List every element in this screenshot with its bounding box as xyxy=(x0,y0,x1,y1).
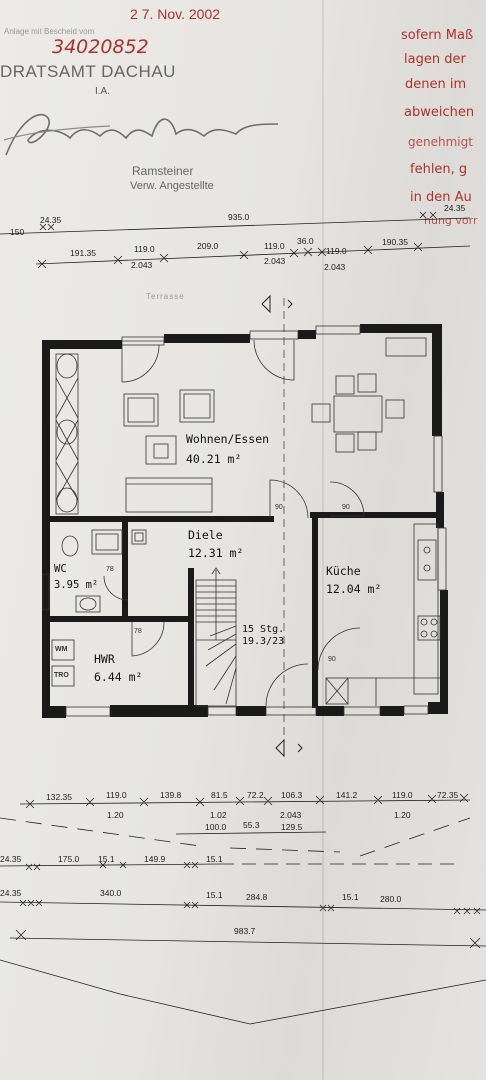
door-width-label: 78 xyxy=(134,628,142,635)
room-wohnen-essen-area: 40.21 m² xyxy=(186,452,242,466)
dim-top: 36.0 xyxy=(297,236,314,246)
stairs-ratio: 19.3/23 xyxy=(242,636,285,647)
section-marker-bottom xyxy=(275,738,303,758)
dim-bottom: 72.2 xyxy=(247,790,264,800)
dim-bottom-b: 129.5 xyxy=(281,822,303,832)
appliance-wm: WM xyxy=(55,646,68,653)
room-diele-area: 12.31 m² xyxy=(188,546,244,560)
dim-bottom-sub: 1.02 xyxy=(210,810,227,820)
dim-bottom: 141.2 xyxy=(336,790,358,800)
dim-bottom-3: 280.0 xyxy=(380,894,402,904)
dim-top: 119.0 xyxy=(134,244,155,254)
room-kueche-area: 12.04 m² xyxy=(326,582,382,596)
dim-small-right: 24.35 xyxy=(444,203,466,213)
door-width-label: 90 xyxy=(275,504,283,511)
room-wc-name: WC xyxy=(54,563,67,575)
dim-bottom: 106.3 xyxy=(281,790,303,800)
dim-bottom-sub: 2.043 xyxy=(280,810,302,820)
red-note-line: sofern Maß xyxy=(401,28,474,43)
dim-top: 119.0 xyxy=(264,241,285,251)
room-kueche-name: Küche xyxy=(326,564,361,578)
dim-bottom: 119.0 xyxy=(392,790,413,800)
dim-bottom-b: 55.3 xyxy=(243,820,260,830)
red-note-line: denen im xyxy=(405,77,467,92)
red-note-line: nung vorr xyxy=(424,214,478,227)
dim-top-height: 2.043 xyxy=(131,260,153,270)
dim-bottom-3: 24.35 xyxy=(0,888,22,898)
stamp-faded-line: Anlage mit Bescheid vom xyxy=(4,27,95,36)
dim-bottom: 139.8 xyxy=(160,790,182,800)
dim-bottom-3: 284.8 xyxy=(246,892,268,902)
dim-top-height: 2.043 xyxy=(264,256,286,266)
signatory-name: Ramsteiner xyxy=(132,164,194,178)
dim-bottom-3: 15.1 xyxy=(206,890,223,900)
dim-bottom-2: 15.1 xyxy=(98,854,115,864)
room-wohnen-essen-name: Wohnen/Essen xyxy=(186,432,270,446)
dim-bottom-2: 15.1 xyxy=(206,854,223,864)
dim-bottom-sub: 1.20 xyxy=(394,810,411,820)
room-diele-name: Diele xyxy=(188,528,223,542)
red-note-line: abweichen xyxy=(404,105,475,120)
dim-bottom-2: 149.9 xyxy=(144,854,166,864)
section-marker-top xyxy=(261,294,293,314)
red-note-line: genehmigt xyxy=(408,135,473,149)
dim-bottom-total: 983.7 xyxy=(234,926,256,936)
appliance-tro: TRO xyxy=(54,672,69,679)
dim-bottom-3: 340.0 xyxy=(100,888,122,898)
dim-bottom-2: 175.0 xyxy=(58,854,80,864)
red-note-line: lagen der xyxy=(404,52,466,67)
dim-top: 190.35 xyxy=(382,237,408,247)
dim-top: 191.35 xyxy=(70,248,96,258)
dim-small-top: 24.35 xyxy=(40,215,62,225)
dim-total-top: 935.0 xyxy=(228,212,250,222)
dim-top: 119.0 xyxy=(326,246,347,256)
stamp-ia: I.A. xyxy=(95,86,111,97)
door-width-label: 78 xyxy=(106,566,114,573)
dim-bottom-b: 100.0 xyxy=(205,822,227,832)
dim-bottom: 119.0 xyxy=(106,790,127,800)
stamp-number: 34020852 xyxy=(52,36,149,58)
dim-bottom-sub: 1.20 xyxy=(107,810,124,820)
stamp-date: 2 7. Nov. 2002 xyxy=(130,6,221,22)
dim-top-height: 2.043 xyxy=(324,262,346,272)
room-wc-area: 3.95 m² xyxy=(54,579,99,591)
signatory-title: Verw. Angestellte xyxy=(130,180,214,192)
stairs-steps: 15 Stg. xyxy=(242,624,285,635)
dim-left-offset: 150 xyxy=(10,227,25,237)
stamp-office: DRATSAMT DACHAU xyxy=(0,62,176,81)
room-hwr-area: 6.44 m² xyxy=(94,670,143,684)
door-width-label: 90 xyxy=(328,656,336,663)
terrace-label: Terrasse xyxy=(146,292,185,301)
dim-bottom: 72.35 xyxy=(437,790,459,800)
room-hwr-name: HWR xyxy=(94,652,115,666)
red-note-line: fehlen, g xyxy=(410,162,468,177)
dim-bottom-2: 24.35 xyxy=(0,854,22,864)
door-width-label: 90 xyxy=(342,504,350,511)
dim-bottom: 132.35 xyxy=(46,792,72,802)
dim-bottom: 81.5 xyxy=(211,790,228,800)
dim-top: 209.0 xyxy=(197,241,219,251)
paper-fold xyxy=(322,0,324,1080)
red-note-line: in den Au xyxy=(410,190,472,205)
dim-bottom-3: 15.1 xyxy=(342,892,359,902)
